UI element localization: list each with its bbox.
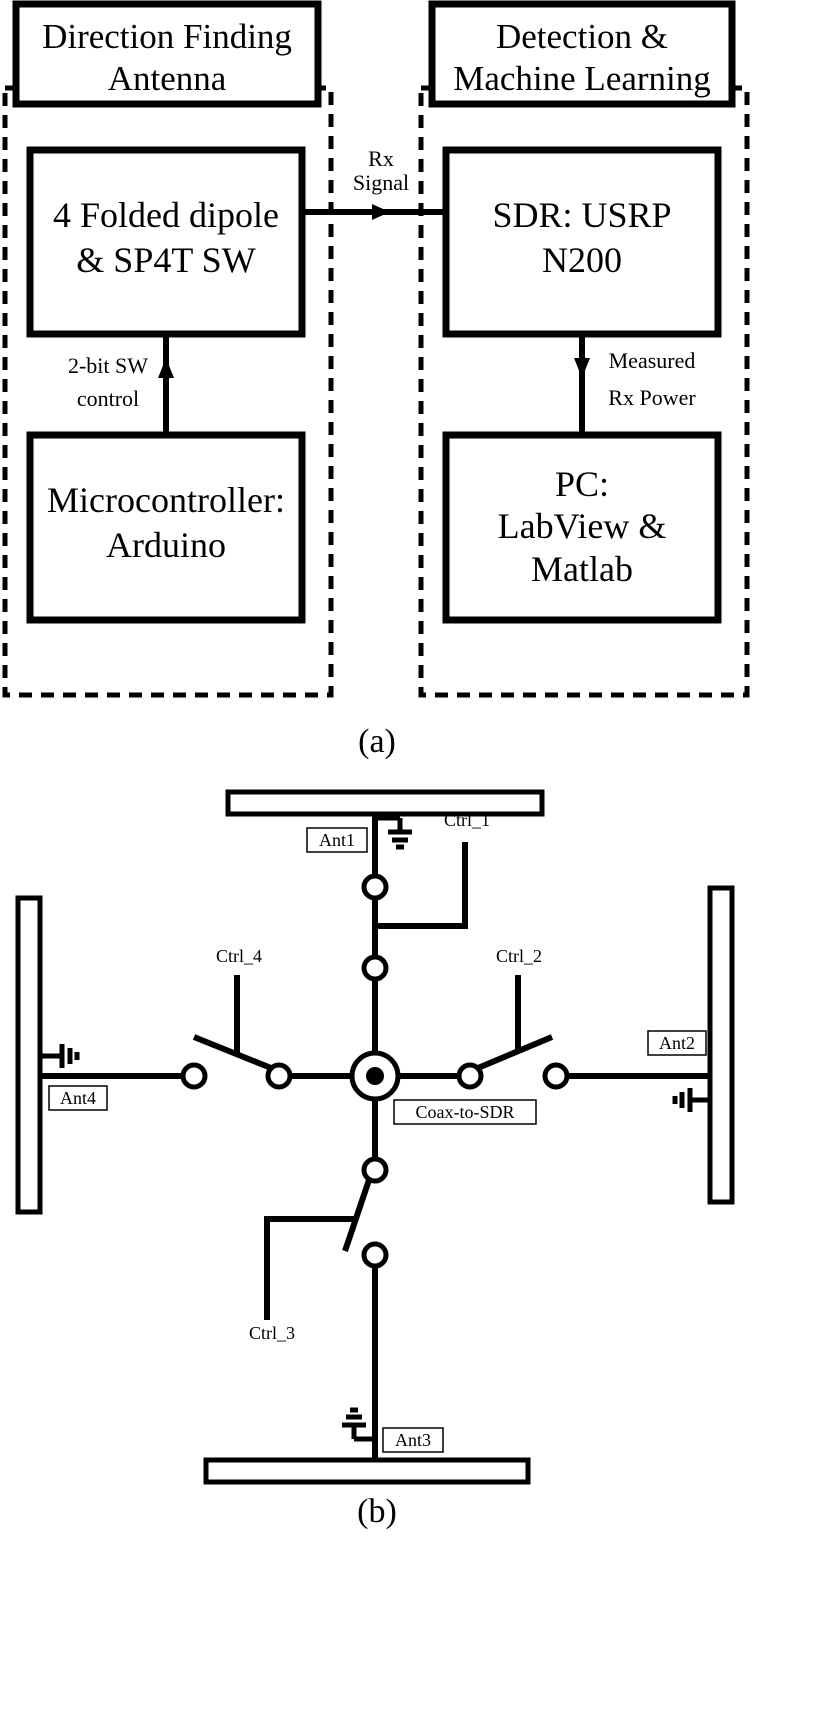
ctrl1-control-line [375,842,468,929]
ant3-label: Ant3 [395,1430,431,1450]
ant1-dipole-bar [225,789,545,817]
right-group-title-line1: Detection & [496,17,668,56]
ctrl3-switch-node-top [361,1156,389,1184]
coax-label-box [393,1099,537,1125]
sw-control-arrowhead [158,358,174,378]
sdr-line2: N200 [542,240,622,280]
ant3-dipole-bar [203,1457,531,1485]
ant1-label: Ant1 [319,830,355,850]
ctrl4-switch-blade [192,1034,273,1071]
ctrl3-label: Ctrl_3 [249,1323,295,1343]
ctrl1-label: Ctrl_1 [444,810,490,830]
rx-signal-label-line1: Rx [368,146,394,171]
ctrl3-control-line [264,1216,356,1320]
caption-b: (b) [357,1493,397,1530]
ctrl4-label: Ctrl_4 [216,946,262,966]
ant1-ground-icon [375,815,412,850]
coax-connector-inner [366,1067,384,1085]
caption-a: (a) [358,723,396,760]
panel-b: Ant1 Ctrl_1 Coax-to-SDR Ctrl_2 Ant2 [15,789,735,1530]
ctrl3-switch-node-bottom [361,1241,389,1269]
right-group-header-box [428,0,736,108]
left-group-title-line2: Antenna [108,59,227,98]
pc-line3: Matlab [531,549,633,589]
pc-box [442,431,722,624]
ant4-ground-icon [40,1044,80,1068]
pc-line1: PC: [555,464,609,504]
rx-power-label-line1: Measured [609,348,696,373]
ctrl4-switch-node-left [180,1062,208,1090]
antenna-switch-box [26,146,306,338]
rx-signal-arrowhead [372,204,390,220]
left-group-header-box [12,0,322,108]
ant3-label-box [382,1427,444,1453]
ant4-dipole-bar [15,895,43,1215]
ant3-ground-icon [342,1407,375,1442]
sdr-line1: SDR: USRP [492,195,671,235]
panel-a: Direction Finding Antenna Detection & Ma… [2,0,750,760]
ant2-label-box [647,1030,707,1056]
ctrl2-switch-node-right [542,1062,570,1090]
ctrl1-switch-node-bottom [361,954,389,982]
antenna-switch-line1: 4 Folded dipole [53,195,279,235]
ctrl2-label: Ctrl_2 [496,946,542,966]
ant2-dipole-bar [707,885,735,1205]
coax-label: Coax-to-SDR [416,1102,515,1122]
sw-control-label-line1: 2-bit SW [68,353,148,378]
right-group-title-line2: Machine Learning [453,59,711,98]
sw-control-label-line2: control [77,386,139,411]
ctrl1-switch-node-top [361,873,389,901]
pc-line2: LabView & [498,506,667,546]
ant4-label-box [48,1085,108,1111]
ctrl3-switch-blade [342,1179,372,1252]
ant1-label-box [306,827,368,853]
rx-signal-label-line2: Signal [353,170,409,195]
rx-power-label-line2: Rx Power [608,385,696,410]
ant2-label: Ant2 [659,1033,695,1053]
ctrl2-switch-node-left [456,1062,484,1090]
left-group-title-line1: Direction Finding [42,17,292,56]
microcontroller-line1: Microcontroller: [47,480,285,520]
rx-power-arrowhead [574,358,590,378]
antenna-switch-line2: & SP4T SW [76,240,255,280]
ant4-label: Ant4 [60,1088,96,1108]
ctrl2-switch-blade [476,1034,554,1071]
microcontroller-line2: Arduino [106,525,226,565]
ant2-ground-icon [672,1088,710,1112]
ctrl4-switch-node-right [265,1062,293,1090]
